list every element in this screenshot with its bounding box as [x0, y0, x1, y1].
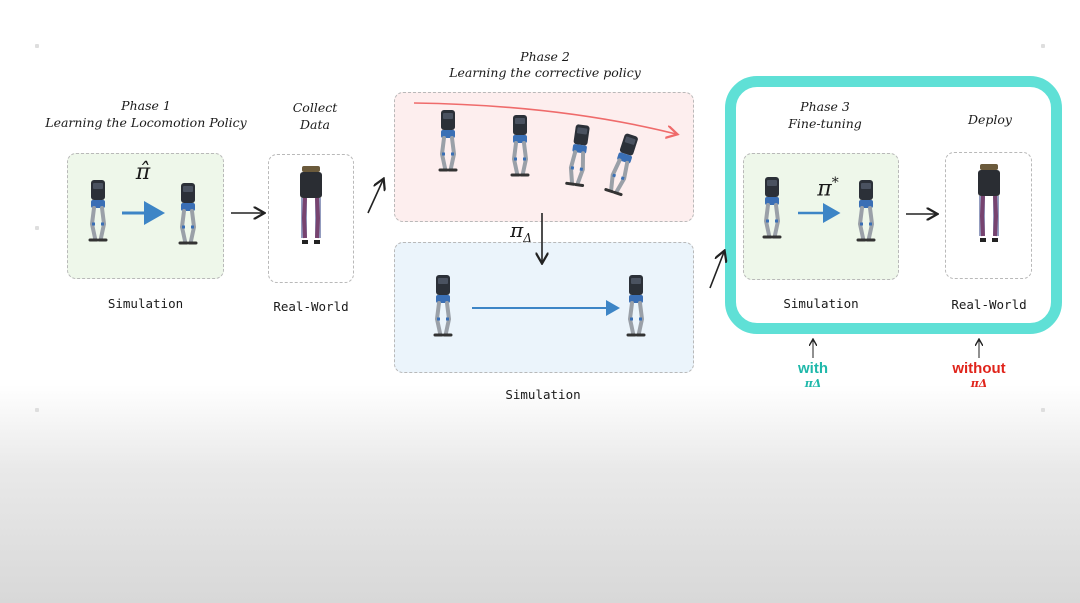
- phase3-subtitle: Fine-tuning: [788, 116, 862, 131]
- phase2-subtitle: Learning the corrective policy: [449, 65, 641, 80]
- phase2-label: Simulation: [505, 387, 581, 402]
- canvas-dot: [35, 44, 39, 48]
- deploy-title: Deploy: [967, 112, 1012, 127]
- phase2-policy-symbol: πΔ: [510, 218, 532, 245]
- canvas-dot: [35, 226, 39, 230]
- with-tag: with: [798, 360, 828, 377]
- deploy-box: [945, 152, 1032, 279]
- phase1-subtitle: Learning the Locomotion Policy: [45, 115, 247, 130]
- phase2-title: Phase 2: [520, 49, 570, 64]
- canvas-dot: [1041, 408, 1045, 412]
- collect-label: Real-World: [273, 299, 349, 314]
- phase1-title: Phase 1: [121, 98, 171, 113]
- without-tag: without: [952, 360, 1006, 377]
- collect-box: [268, 154, 354, 283]
- deploy-label: Real-World: [951, 297, 1027, 312]
- without-tag-policy: πΔ: [970, 377, 988, 390]
- canvas-dot: [1041, 44, 1045, 48]
- collect-subtitle: Data: [300, 117, 330, 132]
- phase3-label: Simulation: [783, 296, 859, 311]
- canvas-dot: [35, 408, 39, 412]
- phase3-highlight-frame: [725, 76, 1062, 334]
- phase3-policy-symbol: π*: [817, 175, 839, 202]
- phase1-policy-symbol: π̂: [135, 160, 151, 185]
- robot-sim-icon: [88, 178, 108, 242]
- phase1-label: Simulation: [107, 296, 184, 311]
- collect-title: Collect: [292, 100, 338, 115]
- phase3-title: Phase 3: [800, 99, 850, 114]
- robot-sim-icon: [178, 181, 198, 245]
- with-tag-policy: πΔ: [804, 377, 822, 390]
